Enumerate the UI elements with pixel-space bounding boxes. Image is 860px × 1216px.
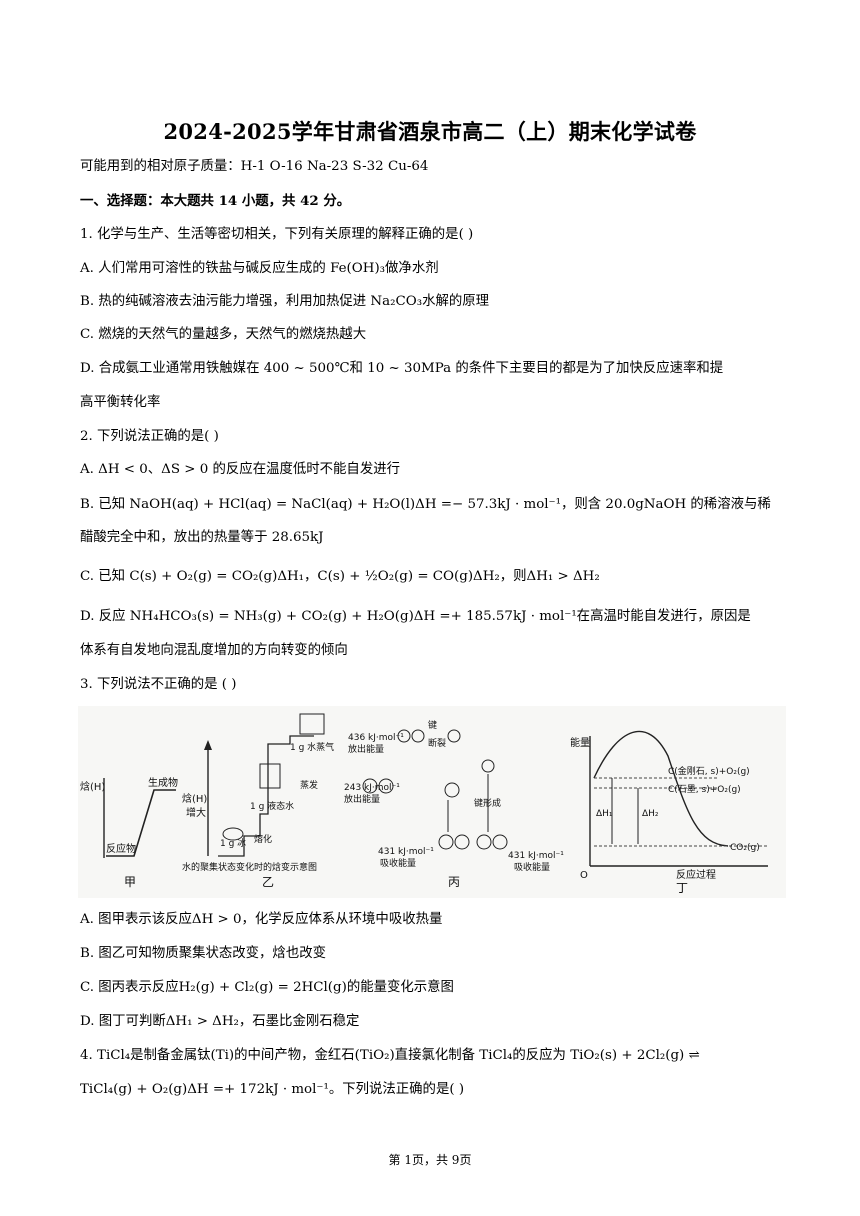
yi-ylabel: 焓(H) (182, 792, 207, 805)
ding-graphite: C(石墨, s)+O₂(g) (668, 784, 741, 795)
ding-xlabel: 反应过程 (676, 868, 716, 881)
q3-stem: 3. 下列说法不正确的是 ( ) (80, 677, 237, 692)
bing-e243-label: 放出能量 (344, 793, 380, 805)
ding-co2: CO₂(g) (730, 843, 760, 853)
yi-note: 水的聚集状态变化时的焓变示意图 (182, 861, 317, 873)
ding-ylabel: 能量 (570, 736, 590, 749)
q1-option-b: B. 热的纯碱溶液去油污能力增强，利用加热促进 Na₂CO₃水解的原理 (80, 294, 490, 309)
q1-option-a: A. 人们常用可溶性的铁盐与碱反应生成的 Fe(OH)₃做净水剂 (80, 261, 439, 276)
q2-stem: 2. 下列说法正确的是( ) (80, 429, 219, 444)
q4-stem-cont: TiCl₄(g) + O₂(g)ΔH =+ 172kJ · mol⁻¹。下列说法… (80, 1082, 465, 1097)
bing-e436: 436 kJ·mol⁻¹ (348, 733, 404, 743)
yi-melt: 熔化 (254, 833, 272, 845)
q2-option-a: A. ΔH < 0、ΔS > 0 的反应在温度低时不能自发进行 (80, 462, 400, 477)
ding-diamond: C(金刚石, s)+O₂(g) (668, 765, 750, 777)
figure-jia: 焓(H) 生成物 反应物 甲 (80, 776, 178, 889)
atomic-masses: 可能用到的相对原子质量：H-1 O-16 Na-23 S-32 Cu-64 (80, 159, 429, 174)
ding-dh2: ΔH₂ (642, 809, 659, 819)
bing-break: 键 (428, 719, 437, 731)
figure-bing: 436 kJ·mol⁻¹ 放出能量 243 kJ·mol⁻¹ 放出能量 键 断裂… (344, 719, 564, 889)
q2-option-b-cont: 醋酸完全中和，放出的热量等于 28.65kJ (80, 530, 324, 545)
q3-option-d: D. 图丁可判断ΔH₁ > ΔH₂，石墨比金刚石稳定 (80, 1014, 360, 1029)
jia-reactant: 反应物 (106, 842, 136, 855)
q1-option-d: D. 合成氨工业通常用铁触媒在 400 ~ 500℃和 10 ~ 30MPa 的… (80, 361, 724, 376)
bing-e243: 243 kJ·mol⁻¹ (344, 783, 400, 793)
bing-caption: 丙 (448, 875, 460, 889)
yi-ylabel-2: 增大 (186, 806, 206, 819)
q3-option-c: C. 图丙表示反应H₂(g) + Cl₂(g) = 2HCl(g)的能量变化示意… (80, 980, 454, 995)
q3-option-a: A. 图甲表示该反应ΔH > 0，化学反应体系从环境中吸收热量 (80, 912, 443, 927)
bing-break-2: 断裂 (428, 737, 446, 749)
yi-water: 1 g 液态水 (250, 800, 294, 812)
bing-e436-label: 放出能量 (348, 743, 384, 755)
q1-option-c: C. 燃烧的天然气的量越多，天然气的燃烧热越大 (80, 327, 367, 342)
page-footer: 第 1页，共 9页 (388, 1153, 472, 1167)
yi-caption: 乙 (262, 875, 274, 889)
ding-dh1: ΔH₁ (596, 809, 613, 819)
yi-evap: 蒸发 (300, 779, 318, 791)
figure-yi: 焓(H) 增大 1 g 冰 1 g 液态水 1 g 水蒸气 熔化 蒸发 水的聚集… (182, 713, 334, 889)
jia-product: 生成物 (148, 776, 178, 789)
ding-origin: O (580, 870, 588, 881)
bing-e431-left: 431 kJ·mol⁻¹ (378, 847, 434, 857)
q2-option-c: C. 已知 C(s) + O₂(g) = CO₂(g)ΔH₁，C(s) + ½O… (80, 569, 600, 584)
section-heading: 一、选择题：本大题共 14 小题，共 42 分。 (80, 193, 351, 209)
yi-steam: 1 g 水蒸气 (290, 741, 334, 753)
q1-stem: 1. 化学与生产、生活等密切相关，下列有关原理的解释正确的是( ) (80, 227, 474, 242)
q3-option-b: B. 图乙可知物质聚集状态改变，焓也改变 (80, 946, 326, 961)
q3-figure: 焓(H) 生成物 反应物 甲 焓(H) 增大 1 g 冰 1 g 液态水 1 g… (78, 706, 786, 898)
bing-e431-right: 431 kJ·mol⁻¹ (508, 851, 564, 861)
q1-option-d-cont: 高平衡转化率 (80, 395, 161, 410)
yi-ice: 1 g 冰 (220, 837, 246, 849)
bing-e431-right-label: 吸收能量 (514, 861, 550, 873)
ding-caption: 丁 (676, 881, 688, 895)
figure-ding: 能量 C(金刚石, s)+O₂(g) C(石墨, s)+O₂(g) CO₂(g)… (570, 730, 768, 895)
q4-stem: 4. TiCl₄是制备金属钛(Ti)的中间产物，金红石(TiO₂)直接氯化制备 … (80, 1048, 700, 1063)
jia-caption: 甲 (124, 875, 136, 889)
bing-e431-left-label: 吸收能量 (380, 857, 416, 869)
q2-option-b: B. 已知 NaOH(aq) + HCl(aq) = NaCl(aq) + H₂… (80, 497, 771, 512)
jia-ylabel: 焓(H) (80, 780, 105, 793)
page-title: 2024-2025学年甘肃省酒泉市高二（上）期末化学试卷 (163, 119, 697, 144)
q2-option-d: D. 反应 NH₄HCO₃(s) = NH₃(g) + CO₂(g) + H₂O… (80, 609, 751, 624)
q2-option-d-cont: 体系有自发地向混乱度增加的方向转变的倾向 (80, 643, 348, 658)
